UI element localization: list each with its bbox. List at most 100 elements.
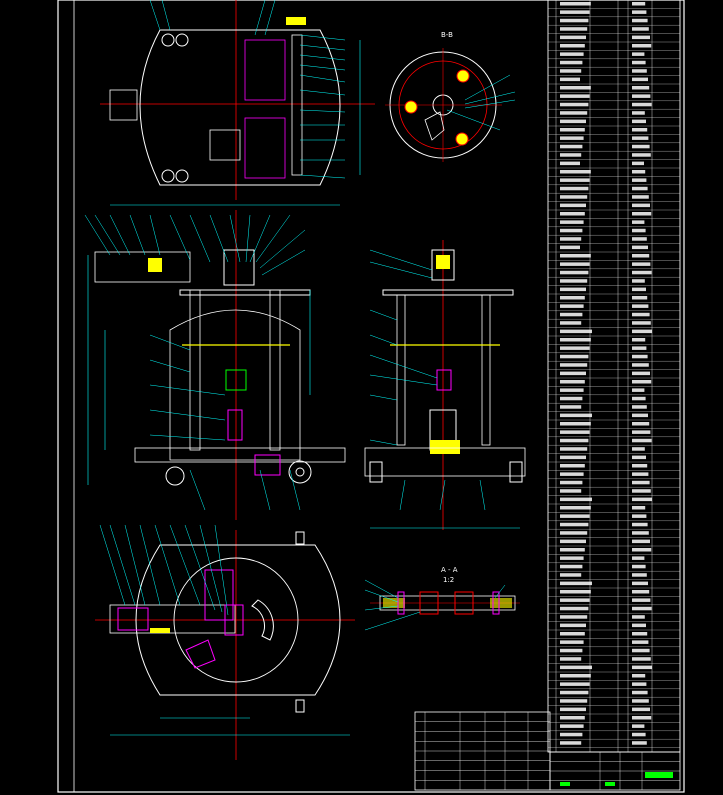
parts-list-material (632, 321, 651, 325)
parts-list-row (560, 44, 585, 48)
parts-list-material (632, 287, 646, 292)
section-bb-view: B-B (385, 31, 516, 162)
parts-list-material (632, 674, 646, 678)
parts-list-material (632, 237, 647, 241)
section-aa-view: A - A 1:2 (364, 566, 520, 631)
parts-list-row (560, 128, 585, 132)
section-bb-label: B-B (441, 31, 453, 39)
parts-list-material (632, 128, 648, 132)
parts-list-material (632, 497, 652, 502)
drawing-frame (57, 0, 685, 793)
parts-list-material (632, 296, 648, 300)
parts-list-row (560, 506, 591, 510)
parts-list-row (560, 707, 586, 712)
parts-list-material (632, 590, 650, 594)
parts-list-material (632, 657, 651, 661)
parts-list-material (632, 564, 646, 569)
parts-list-row (560, 136, 584, 140)
parts-list-row (560, 178, 590, 182)
parts-list-material (632, 506, 646, 510)
parts-list-row (560, 35, 586, 40)
parts-list-row (560, 220, 584, 224)
parts-list-row (560, 195, 588, 199)
parts-list-row (560, 564, 583, 569)
parts-list-row (560, 514, 590, 518)
parts-list-material (632, 228, 646, 233)
parts-list-row (560, 640, 584, 644)
parts-list-row (560, 724, 584, 728)
bottom-view (95, 524, 355, 760)
parts-list-row (560, 371, 586, 376)
parts-list-row (560, 2, 591, 6)
parts-list-row (560, 346, 590, 350)
parts-list-row (560, 212, 585, 216)
parts-list-row (560, 657, 582, 661)
parts-list-row (560, 388, 584, 392)
parts-list-material (632, 245, 648, 250)
parts-list-material (632, 363, 649, 367)
parts-list-material (632, 606, 652, 611)
parts-list-row (560, 354, 589, 359)
parts-list-row (560, 422, 591, 426)
parts-list-row (560, 52, 584, 56)
parts-list-material (632, 413, 648, 418)
parts-list-material (632, 270, 652, 275)
parts-list-row (560, 732, 583, 737)
parts-list-material (632, 707, 650, 712)
parts-list-row (560, 464, 585, 468)
parts-list-material (632, 27, 649, 31)
parts-list-material (632, 60, 646, 65)
section-aa-scale: 1:2 (443, 576, 454, 584)
parts-list-row (560, 10, 590, 14)
parts-list-row (560, 598, 590, 602)
parts-list-material (632, 682, 647, 686)
parts-list-row (560, 480, 583, 485)
parts-list-material (632, 195, 649, 199)
parts-list-row (560, 380, 585, 384)
parts-list-material (632, 447, 645, 451)
parts-list-row (560, 144, 583, 149)
parts-list-material (632, 573, 647, 577)
side-view (364, 240, 526, 530)
parts-list-material (632, 522, 648, 527)
parts-list-row (560, 413, 592, 418)
parts-list-material (632, 480, 650, 485)
parts-list-row (560, 548, 585, 552)
parts-list-material (632, 86, 650, 90)
parts-list-row (560, 665, 592, 670)
parts-list-material (632, 380, 652, 384)
parts-list-row (560, 228, 583, 233)
parts-list-material (632, 438, 652, 443)
parts-list-row (560, 279, 588, 283)
parts-list-material (632, 69, 647, 73)
parts-list-row (560, 161, 580, 166)
parts-list-row (560, 615, 588, 619)
parts-list-material (632, 2, 646, 6)
parts-list-material (632, 632, 648, 636)
parts-list-row (560, 573, 582, 577)
parts-list-row (560, 321, 582, 325)
parts-list-material (632, 640, 649, 644)
parts-list-material (632, 212, 652, 216)
parts-list-material (632, 472, 649, 476)
parts-list-row (560, 522, 589, 527)
parts-list-row (560, 682, 590, 686)
parts-list-material (632, 102, 652, 107)
parts-list-material (632, 203, 650, 208)
parts-list-material (632, 338, 646, 342)
parts-list-material (632, 329, 652, 334)
parts-list-row (560, 396, 583, 401)
parts-list-material (632, 304, 649, 308)
parts-list-row (560, 329, 592, 334)
parts-list-row (560, 531, 588, 535)
parts-list-row (560, 69, 582, 73)
parts-list-row (560, 60, 583, 65)
parts-list-row (560, 438, 589, 443)
parts-list-row (560, 590, 591, 594)
parts-list-row (560, 312, 583, 317)
front-view (84, 210, 346, 520)
parts-list-row (560, 153, 582, 157)
parts-list-row (560, 741, 582, 745)
parts-list-material (632, 489, 651, 493)
parts-list-row (560, 254, 591, 258)
